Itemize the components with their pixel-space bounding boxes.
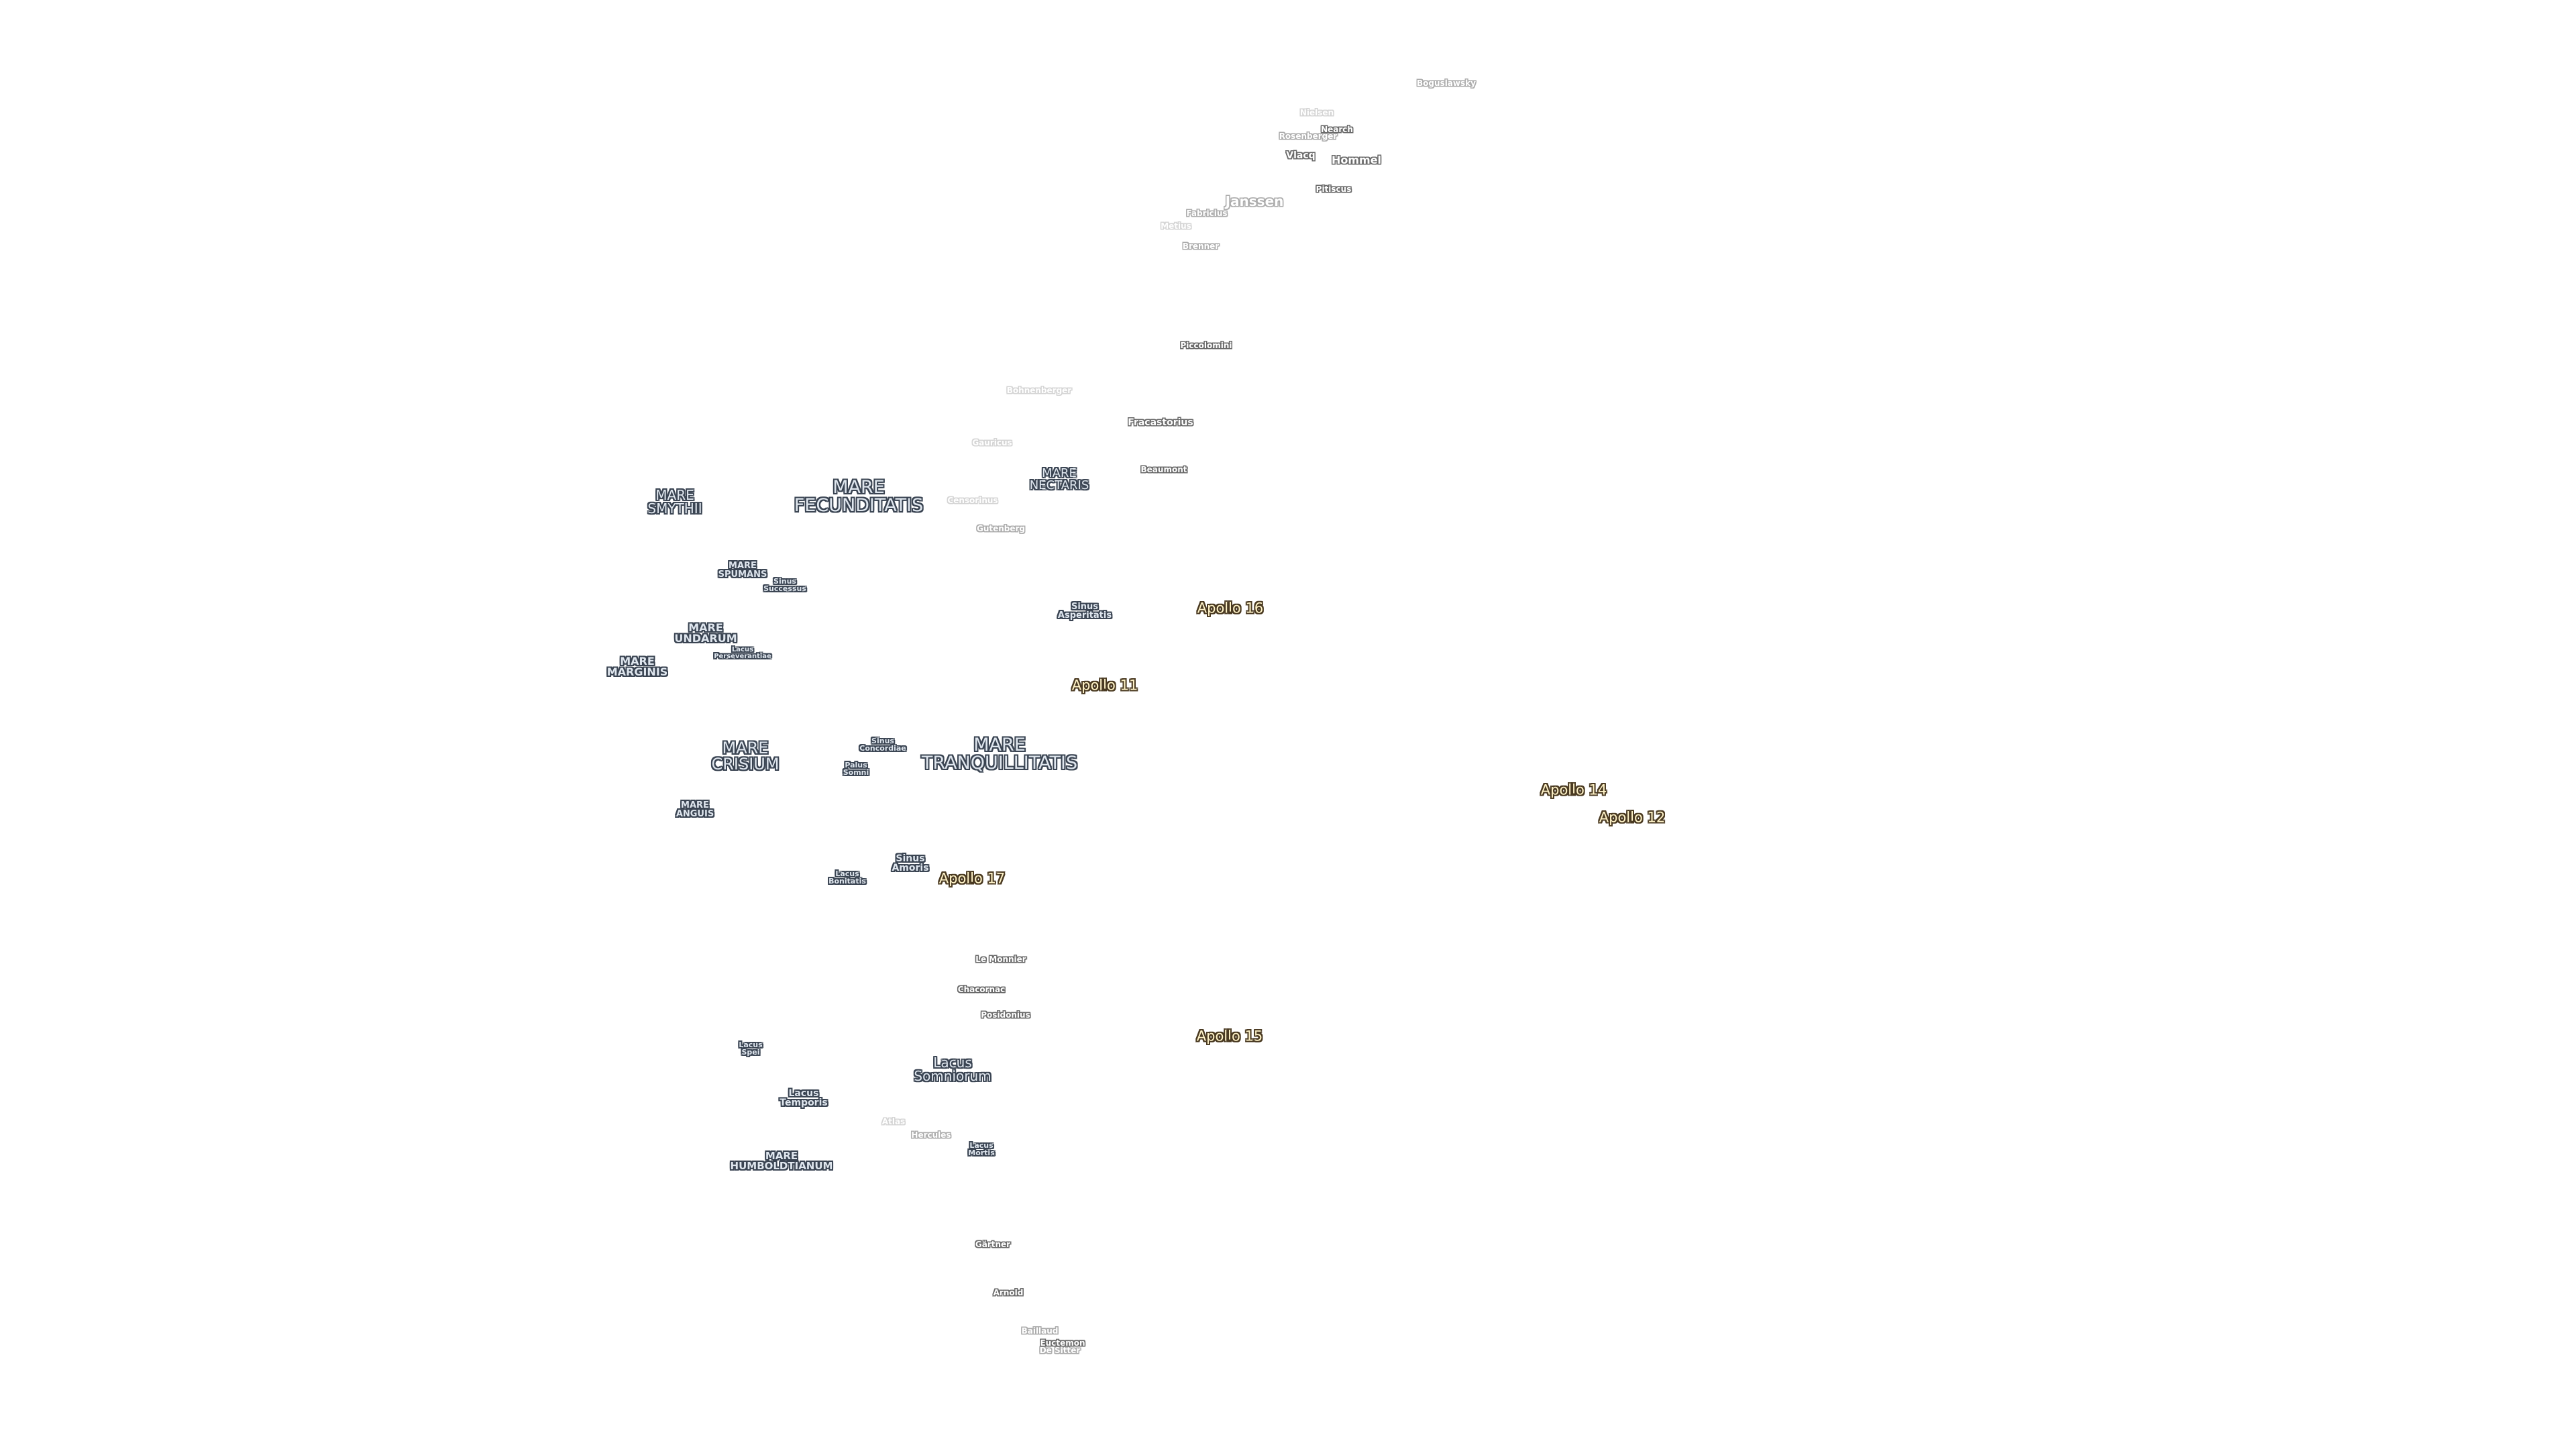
label-crater-de-sitter: De Sitter: [1039, 1346, 1081, 1355]
marker-apollo-17[interactable]: Apollo 17: [938, 870, 1006, 887]
label-crater-gutenberg: Gutenberg: [976, 524, 1026, 533]
label-crater-vlacq: Vlacq: [1286, 150, 1316, 161]
label-mare-fecunditatis: MARE FECUNDITATIS: [794, 477, 924, 516]
marker-apollo-12[interactable]: Apollo 12: [1599, 809, 1666, 826]
label-crater-metius: Metius: [1161, 221, 1191, 231]
apollo-17-dot: [971, 881, 973, 885]
label-lacus-spei: Lacus Spei: [739, 1040, 763, 1057]
label-crater-bohnenberger: Bohnenberger: [1006, 386, 1072, 395]
label-mare-nectaris: MARE NECTARIS: [1029, 466, 1089, 492]
marker-apollo-15[interactable]: Apollo 15: [1196, 1028, 1263, 1044]
label-mare-humboldtianum: MARE HUMBOLDTIANUM: [730, 1150, 833, 1172]
label-crater-hercules: Hercules: [911, 1130, 951, 1140]
marker-apollo-14[interactable]: Apollo 14: [1540, 782, 1607, 798]
label-crater-le-monnier: Le Monnier: [975, 955, 1026, 964]
label-mare-marginis: MARE MARGINIS: [606, 655, 668, 678]
apollo-16-dot: [1229, 611, 1232, 614]
label-lacus-temporis: Lacus Temporis: [780, 1088, 828, 1108]
label-crater-hommel: Hommel: [1331, 154, 1382, 166]
apollo-14-dot: [1572, 793, 1575, 796]
label-crater-boguslawsky: Boguslawsky: [1417, 78, 1476, 88]
label-mare-smythii: MARE SMYTHII: [647, 487, 702, 517]
label-crater-rosenberger: Rosenberger: [1279, 131, 1338, 141]
apollo-11-dot: [1104, 688, 1106, 692]
label-crater-nearch: Nearch: [1321, 125, 1353, 134]
label-sinus-asperitatis: Sinus Asperitatis: [1057, 602, 1112, 621]
label-crater-posidonius: Posidonius: [981, 1010, 1030, 1020]
label-mare-tranquillitatis: MARE TRANQUILLITATIS: [921, 735, 1078, 773]
label-crater-gauricus: Gauricus: [972, 438, 1012, 447]
apollo-15-dot: [1228, 1039, 1231, 1042]
label-mare-undarum: MARE UNDARUM: [674, 621, 737, 645]
label-crater-fracastorius: Fracastorius: [1128, 417, 1193, 428]
label-mare-anguis: MARE ANGUIS: [676, 800, 714, 819]
label-mare-crisium: MARE CRISIUM: [711, 739, 780, 773]
label-crater-janssen: Janssen: [1225, 193, 1284, 209]
label-sinus-successus: Sinus Successus: [763, 577, 806, 593]
label-sinus-amoris: Sinus Amoris: [892, 853, 929, 873]
label-crater-euctemon: Euctemon: [1040, 1338, 1085, 1348]
marker-apollo-16[interactable]: Apollo 16: [1197, 600, 1264, 616]
label-lacus-bonitatis: Lacus Bonitatis: [828, 869, 866, 885]
label-lacus-somniorum: Lacus Somniorum: [914, 1055, 991, 1084]
label-crater-piccolomini: Piccolomini: [1180, 341, 1232, 350]
label-lacus-perseverantiae: Lacus Perseverantiae: [714, 646, 771, 660]
label-crater-beaumont: Beaumont: [1140, 465, 1187, 474]
label-mare-spumans: MARE SPUMANS: [718, 561, 767, 580]
label-sinus-concordiae: Sinus Concordiae: [859, 737, 906, 753]
label-crater-chacornac: Chacornac: [957, 985, 1006, 994]
label-crater-censorinus: Censorinus: [947, 496, 998, 505]
label-crater-fabricius: Fabricius: [1186, 209, 1228, 218]
label-crater-atlas: Atlas: [881, 1117, 906, 1126]
label-crater-gartner: Gärtner: [975, 1240, 1011, 1249]
label-crater-pitiscus: Pitiscus: [1316, 184, 1352, 194]
label-crater-baillaud: Baillaud: [1021, 1326, 1059, 1336]
apollo-12-dot: [1631, 820, 1633, 824]
label-lacus-mortis: Lacus Mortis: [968, 1141, 995, 1157]
marker-apollo-11[interactable]: Apollo 11: [1071, 677, 1138, 694]
label-crater-brenner: Brenner: [1182, 241, 1220, 251]
label-crater-arnold: Arnold: [993, 1288, 1024, 1297]
label-crater-nielsen: Nielsen: [1299, 108, 1334, 117]
label-palus-somni: Palus Somni: [843, 761, 869, 777]
